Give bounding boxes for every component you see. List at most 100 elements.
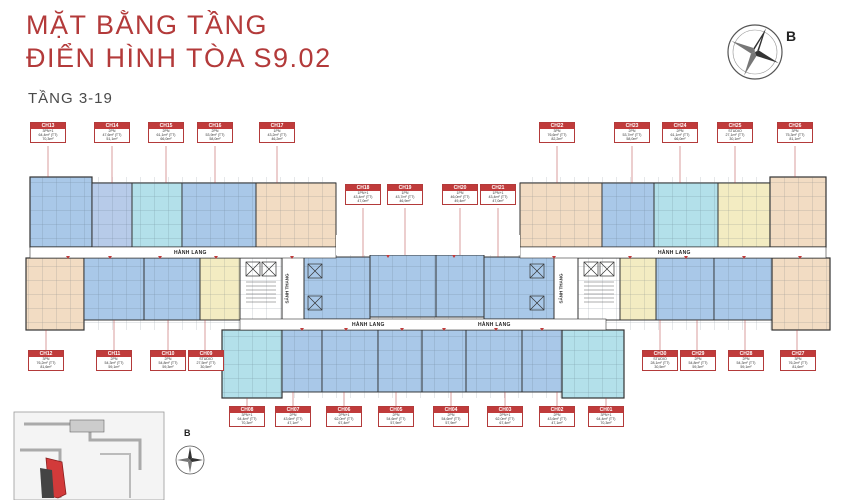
unit-type: 2PN bbox=[742, 357, 750, 361]
unit-area-net: 27,5m² (TT) bbox=[196, 361, 216, 366]
unit-area-net: 54,3m² (TT) bbox=[736, 361, 756, 366]
floor-range-subtitle: TẦNG 3-19 bbox=[28, 90, 113, 107]
unit-code: CH20 bbox=[443, 185, 477, 191]
unit-code: CH15 bbox=[149, 123, 183, 129]
unit-area-gross: 82,2m² bbox=[551, 137, 563, 142]
unit-area-gross: 81,6m² bbox=[40, 365, 52, 370]
unit-type: 1PN bbox=[273, 129, 281, 133]
unit-area-net: 54,6m² (TT) bbox=[441, 417, 461, 422]
unit-code: CH27 bbox=[781, 351, 815, 357]
unit-code: CH18 bbox=[346, 185, 380, 191]
unit-area-net: 62,0m² (TT) bbox=[495, 417, 515, 422]
unit-area-gross: 46,2m² bbox=[271, 137, 283, 142]
unit-area-gross: 47,1m² bbox=[287, 421, 299, 426]
stair-lobby-label-right: SẢNH THANG bbox=[558, 273, 564, 304]
unit-code: CH13 bbox=[31, 123, 65, 129]
unit-area-net: 75,3m² (TT) bbox=[785, 133, 805, 138]
unit-type: 2PN bbox=[162, 129, 170, 133]
unit-area-gross: 49,4m² bbox=[454, 199, 466, 204]
unit-area-net: 54,6m² (TT) bbox=[386, 417, 406, 422]
unit-type: 2PN bbox=[392, 413, 400, 417]
unit-area-gross: 47,0m² bbox=[357, 199, 369, 204]
unit-area-gross: 66,0m² bbox=[160, 137, 172, 142]
unit-code: CH29 bbox=[681, 351, 715, 357]
unit-code: CH05 bbox=[379, 407, 413, 413]
unit-code: CH08 bbox=[230, 407, 264, 413]
unit-area-gross: 30,5m² bbox=[200, 365, 212, 370]
unit-area-gross: 57,9m² bbox=[445, 421, 457, 426]
unit-area-gross: 58,0m² bbox=[626, 137, 638, 142]
unit-area-gross: 30,5m² bbox=[654, 365, 666, 370]
unit-type: 1PN+1 bbox=[492, 191, 504, 195]
unit-type: 3PN+1 bbox=[241, 413, 253, 417]
unit-type: STUDIO bbox=[653, 357, 667, 361]
unit-type: 2PN bbox=[211, 129, 219, 133]
unit-area-net: 62,0m² (TT) bbox=[334, 417, 354, 422]
unit-area-gross: 70,3m² bbox=[600, 421, 612, 426]
unit-area-net: 64,4m² (TT) bbox=[237, 417, 257, 422]
unit-type: 2PN+1 bbox=[499, 413, 511, 417]
unit-code: CH21 bbox=[481, 185, 515, 191]
unit-area-gross: 30,1m² bbox=[729, 137, 741, 142]
unit-area-net: 53,9m² (TT) bbox=[205, 133, 225, 138]
unit-type: 2PN bbox=[289, 413, 297, 417]
unit-area-gross: 81,1m² bbox=[789, 137, 801, 142]
corridor-label-upper-left: HÀNH LANG bbox=[174, 250, 207, 256]
unit-area-net: 43,4m² (TT) bbox=[353, 195, 373, 200]
unit-area-net: 46,0m² (TT) bbox=[450, 195, 470, 200]
unit-area-gross: 67,4m² bbox=[499, 421, 511, 426]
unit-type: 2PN bbox=[694, 357, 702, 361]
unit-area-gross: 46,9m² bbox=[399, 199, 411, 204]
unit-area-net: 61,1m² (TT) bbox=[156, 133, 176, 138]
unit-type: 1PN bbox=[456, 191, 464, 195]
unit-area-net: 76,6m² (TT) bbox=[547, 133, 567, 138]
unit-type: 3PN bbox=[553, 129, 561, 133]
unit-code: CH10 bbox=[151, 351, 185, 357]
unit-code: CH28 bbox=[729, 351, 763, 357]
unit-type: 1PN bbox=[401, 191, 409, 195]
unit-area-net: 76,2m² (TT) bbox=[788, 361, 808, 366]
plan-title-line2: ĐIỂN HÌNH TÒA S9.02 bbox=[26, 43, 332, 73]
unit-area-gross: 70,3m² bbox=[42, 137, 54, 142]
unit-type: 2PN bbox=[447, 413, 455, 417]
unit-type: 2PN bbox=[108, 129, 116, 133]
unit-area-net: 47,6m² (TT) bbox=[102, 133, 122, 138]
unit-area-net: 27,1m² (TT) bbox=[725, 133, 745, 138]
unit-type: 2PN bbox=[628, 129, 636, 133]
unit-type: 2PN+1 bbox=[338, 413, 350, 417]
unit-type: 3PN bbox=[791, 129, 799, 133]
plan-title-line1: MẶT BẰNG TẦNG bbox=[26, 10, 269, 40]
unit-type: 3PN+1 bbox=[42, 129, 54, 133]
